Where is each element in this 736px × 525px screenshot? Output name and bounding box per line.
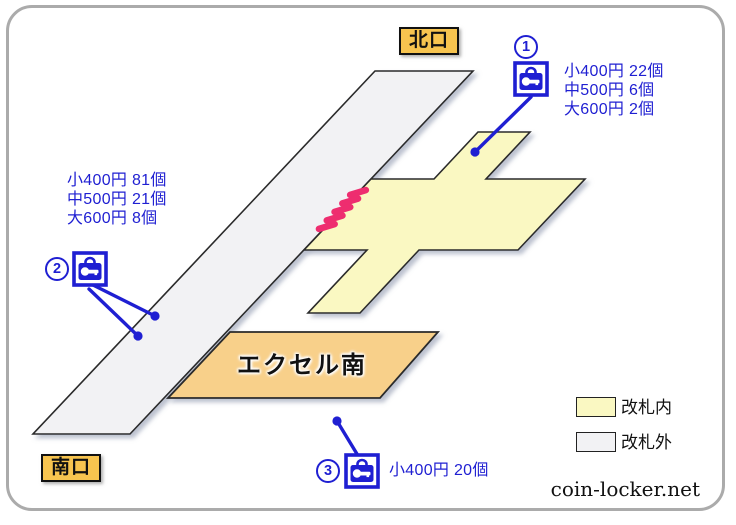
- north-exit-label: 北口: [399, 27, 460, 55]
- locker-1-icon: [513, 61, 549, 97]
- locker-1-number-badge: 1: [514, 35, 538, 59]
- locker2-pointer-line-b: [87, 287, 140, 338]
- price-line: 小400円 81個: [67, 172, 167, 189]
- locker-key-icon: [344, 453, 380, 489]
- price-line: 中500円 6個: [564, 82, 655, 99]
- gate-mark: [346, 186, 370, 199]
- locker3-location-dot: [332, 416, 342, 426]
- locker2-pointer-line-a: [91, 283, 157, 318]
- locker-3-icon: [344, 453, 380, 489]
- locker-2-prices: 小400円 81個 中500円 21個 大600円 8個: [67, 171, 167, 228]
- ticket-gate-marks: [315, 186, 370, 233]
- south-exit-label: 南口: [41, 454, 102, 482]
- locker1-pointer-line: [473, 95, 533, 154]
- locker2-location-dot-a: [150, 311, 160, 321]
- locker-3-number-badge: 3: [316, 459, 340, 483]
- price-line: 大600円 8個: [67, 210, 158, 227]
- gate-mark: [315, 220, 338, 233]
- locker-2-number-badge: 2: [45, 257, 69, 281]
- gate-mark: [331, 203, 354, 216]
- locker-key-icon: [72, 251, 108, 287]
- locker-1-prices: 小400円 22個 中500円 6個 大600円 2個: [564, 62, 664, 119]
- legend-outside-gates-swatch: [576, 432, 616, 452]
- locker1-location-dot: [470, 147, 480, 157]
- locker-key-icon: [513, 61, 549, 97]
- site-credit: coin-locker.net: [550, 477, 700, 501]
- concourse-inside-gates: [302, 131, 587, 314]
- gate-mark: [339, 195, 362, 207]
- excel-south-building: [165, 331, 440, 399]
- price-line: 小400円 22個: [564, 63, 664, 80]
- legend-inside-gates-label: 改札内: [621, 398, 672, 417]
- legend-outside-gates-label: 改札外: [621, 433, 672, 452]
- gate-mark: [323, 212, 346, 224]
- locker2-location-dot-b: [133, 331, 143, 341]
- legend-inside-gates-swatch: [576, 397, 616, 417]
- price-line: 中500円 21個: [67, 191, 167, 208]
- locker-2-icon: [72, 251, 108, 287]
- price-line: 小400円 20個: [389, 462, 489, 479]
- price-line: 大600円 2個: [564, 101, 655, 118]
- locker-3-prices: 小400円 20個: [389, 461, 489, 480]
- locker3-pointer-line: [335, 419, 359, 456]
- excel-south-building-label: エクセル南: [237, 352, 367, 379]
